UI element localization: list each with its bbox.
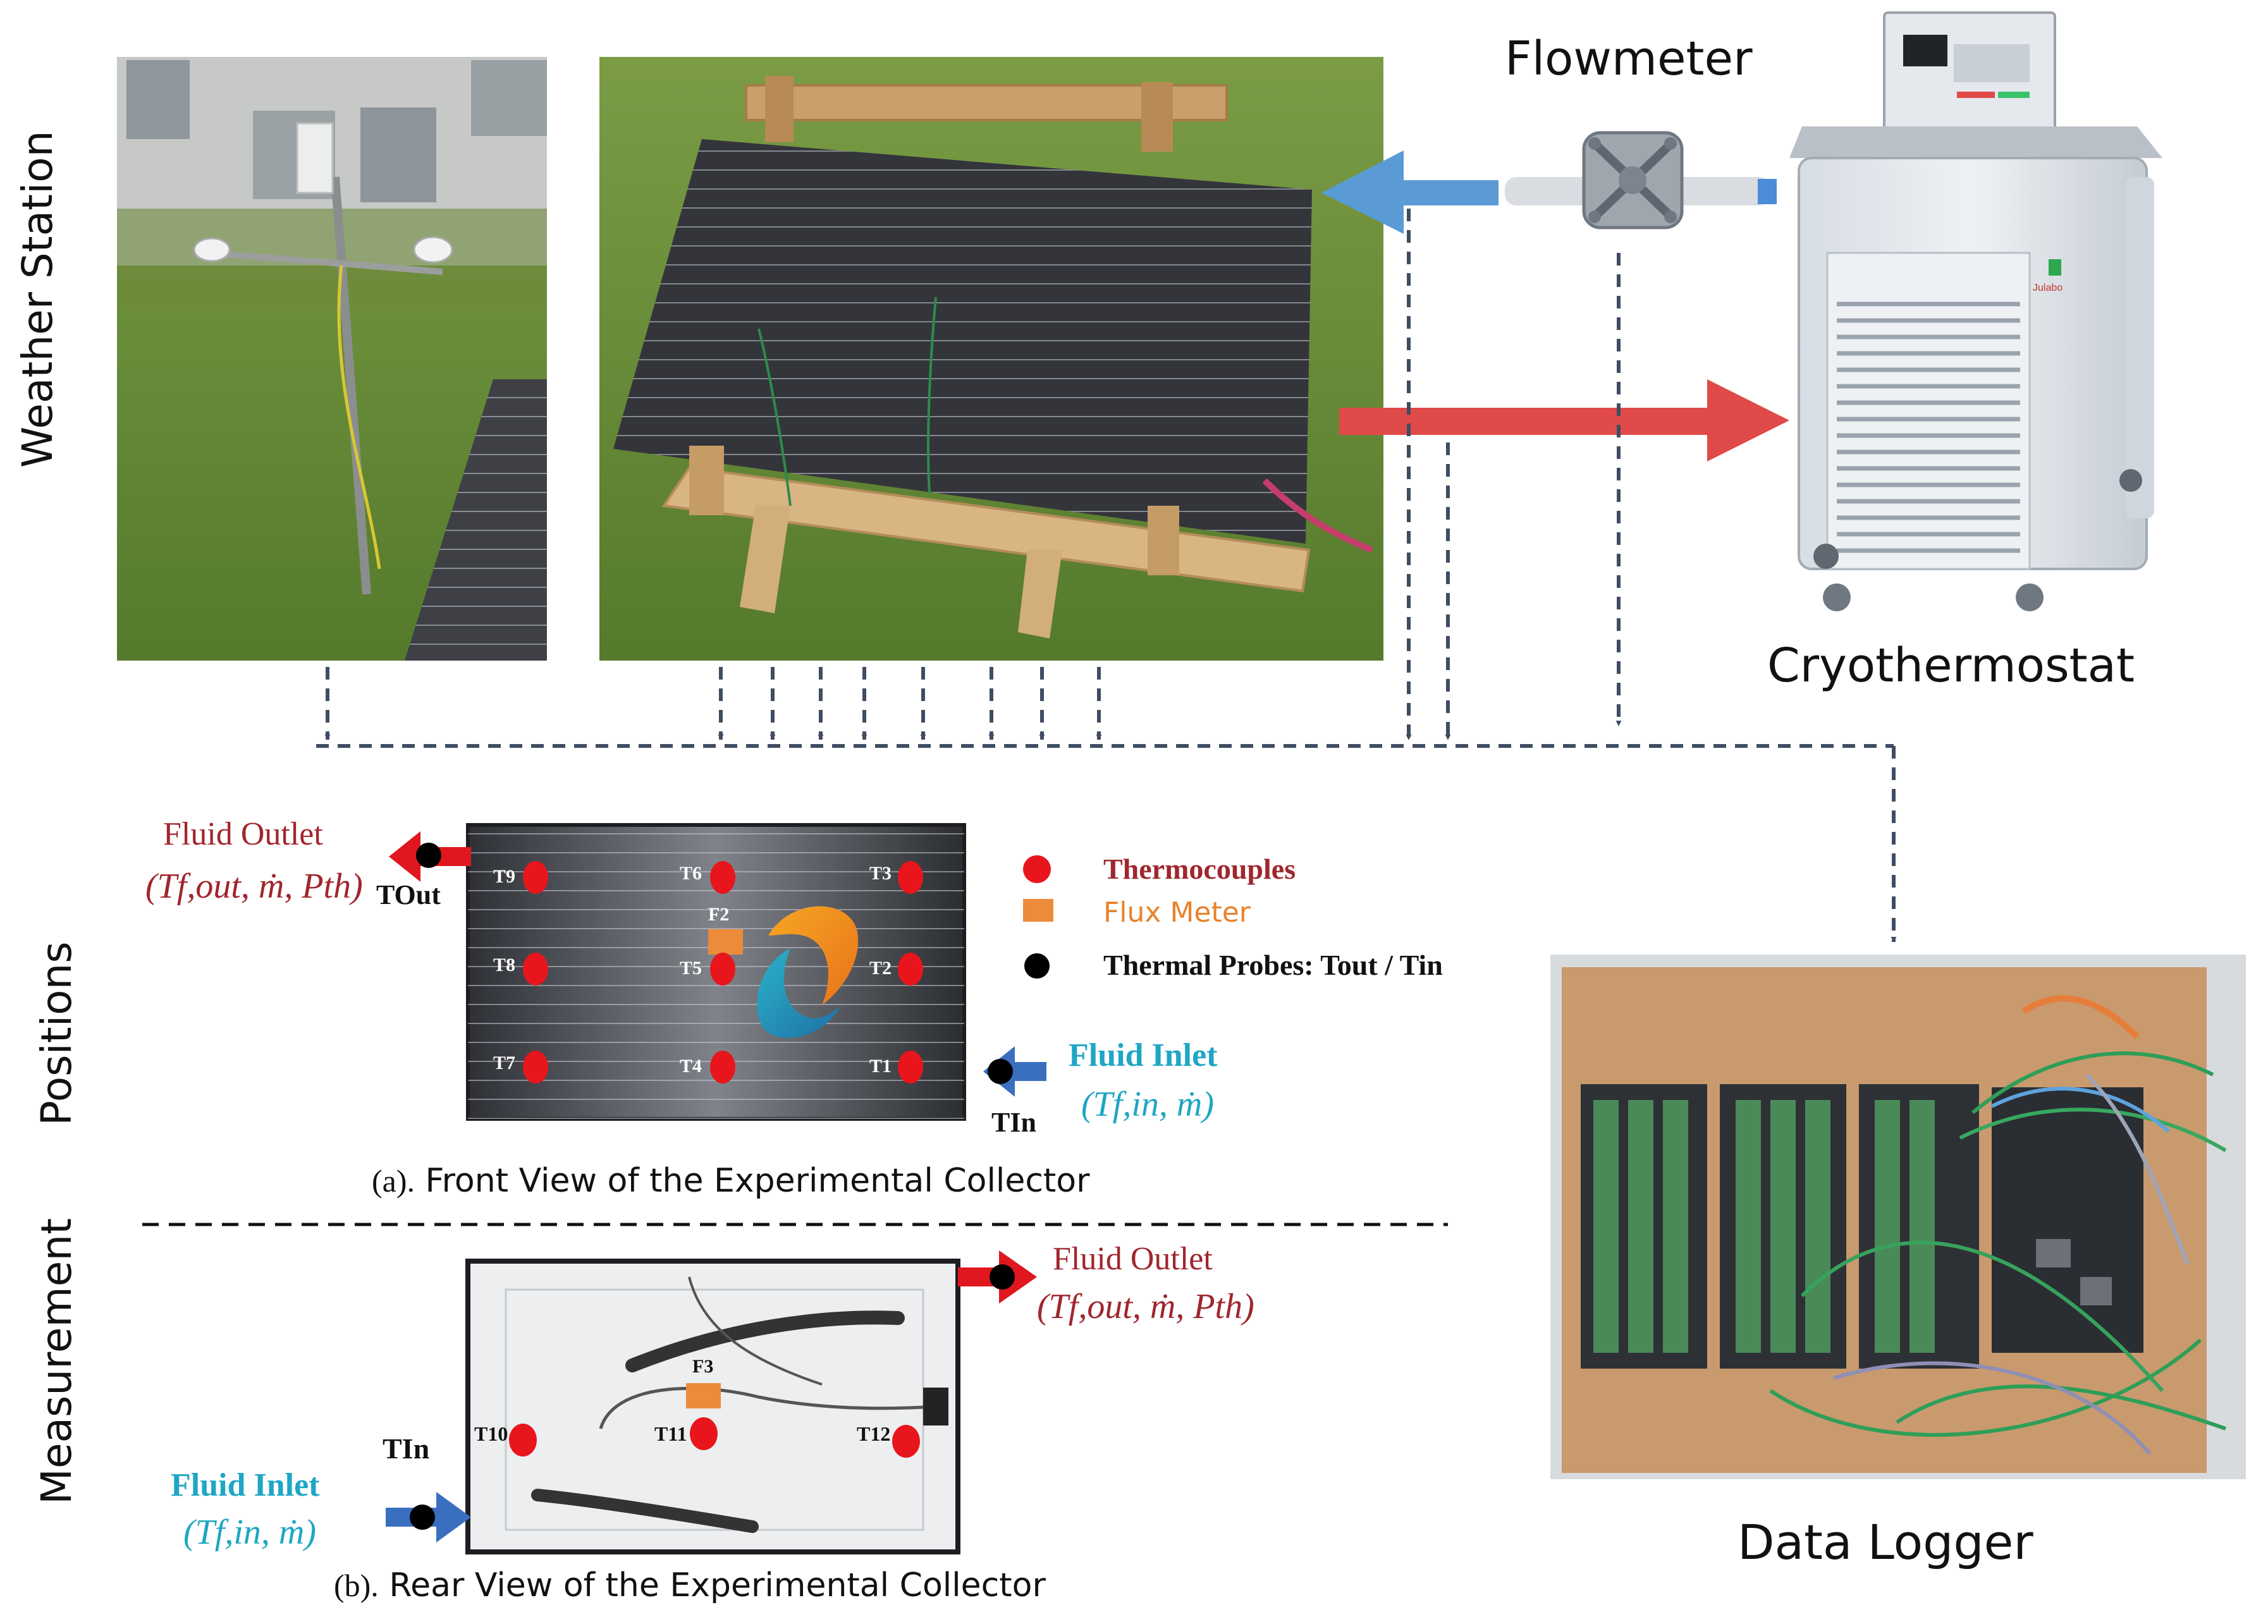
thermocouple-dot <box>898 953 923 986</box>
front-tout-label: TOut <box>376 879 441 910</box>
rear-outlet-formula: (Tf,out, ṁ, Pth) <box>1037 1287 1254 1326</box>
thermocouple-dot <box>509 1424 537 1456</box>
sensor-wiring <box>316 209 1897 943</box>
data-logger-photo <box>1550 955 2246 1479</box>
thermocouple-label-t5: T5 <box>680 958 702 979</box>
legend-flux-meter: Flux Meter <box>1103 896 1251 929</box>
thermocouple-label-t2: T2 <box>869 958 892 979</box>
thermocouple-dot <box>898 1051 923 1084</box>
rear-thermocouples <box>509 1417 920 1458</box>
thermocouple-label-t4: T4 <box>680 1056 702 1077</box>
return-flow-arrow-blue <box>1321 150 1499 234</box>
legend-thermocouples: Thermocouples <box>1103 853 1296 885</box>
thermocouple-dot <box>523 861 548 894</box>
flux-meter-label-f2: F2 <box>708 904 730 925</box>
probe-tout-rear <box>990 1264 1015 1290</box>
rear-caption-text: Rear View of the Experimental Collector <box>389 1566 1046 1604</box>
flowmeter-label: Flowmeter <box>1505 32 1753 86</box>
front-tin-label: TIn <box>991 1107 1036 1138</box>
thermocouple-label-t8: T8 <box>493 955 516 975</box>
legend-thermal-probes: Thermal Probes: Tout / Tin <box>1103 949 1443 981</box>
probe-tin-front <box>988 1059 1013 1084</box>
legend-thermocouple-marker <box>1023 855 1051 883</box>
flux-meter-f2 <box>708 929 743 955</box>
thermocouple-dot <box>690 1417 718 1450</box>
measurement-label: Measurement <box>32 1218 81 1505</box>
supply-flow-arrow-red <box>1339 379 1789 461</box>
front-view-logo <box>757 906 859 1039</box>
thermocouple-label-t6: T6 <box>680 863 702 884</box>
front-outlet-label: Fluid Outlet <box>163 816 323 852</box>
legend-flux-meter-marker <box>1023 899 1053 922</box>
rear-view-caption: (b). Rear View of the Experimental Colle… <box>334 1566 1046 1604</box>
front-thermocouples <box>523 861 923 1084</box>
thermocouple-label-t9: T9 <box>493 866 516 887</box>
thermocouple-dot <box>898 861 923 894</box>
cryothermostat-brand: Julabo <box>2033 283 2063 293</box>
rear-tin-label: TIn <box>383 1432 430 1465</box>
rear-view-collector <box>465 1259 960 1554</box>
positions-label: Positions <box>32 941 81 1126</box>
front-inlet-formula: (Tf,in, ṁ) <box>1081 1085 1214 1124</box>
front-inlet-arrow <box>983 1046 1046 1097</box>
rear-inlet-label: Fluid Inlet <box>171 1467 320 1503</box>
front-view-caption: (a). Front View of the Experimental Coll… <box>372 1162 1090 1200</box>
thermocouple-dot <box>710 953 735 986</box>
pvt-collector-photo <box>599 57 1383 661</box>
probe-tout-front <box>416 843 441 868</box>
cryothermostat-device: Julabo <box>1789 11 2162 611</box>
rear-caption-prefix: (b). <box>334 1568 379 1603</box>
thermocouple-label-t11: T11 <box>654 1422 687 1445</box>
probe-tin-rear <box>410 1505 435 1530</box>
logger-modules <box>1581 1084 2143 1369</box>
flowmeter-device <box>1505 131 1777 229</box>
rear-inlet-formula: (Tf,in, ṁ) <box>183 1513 316 1552</box>
data-logger-label: Data Logger <box>1738 1514 2033 1570</box>
front-outlet-formula: (Tf,out, ṁ, Pth) <box>145 867 363 906</box>
front-caption-prefix: (a). <box>372 1163 415 1199</box>
flux-meter-label-f3: F3 <box>692 1356 714 1377</box>
weather-station-photo <box>117 57 547 661</box>
flux-meter-f3 <box>686 1383 721 1408</box>
thermocouple-label-t10: T10 <box>474 1422 508 1445</box>
legend-probe-marker <box>1024 953 1050 979</box>
cryothermostat-label: Cryothermostat <box>1767 638 2135 693</box>
weather-station-label: Weather Station <box>13 130 62 468</box>
rear-outlet-label: Fluid Outlet <box>1053 1241 1213 1277</box>
thermocouple-dot <box>523 953 548 986</box>
thermocouple-dot <box>523 1051 548 1084</box>
thermocouple-dot <box>710 861 735 894</box>
front-inlet-label: Fluid Inlet <box>1069 1037 1218 1073</box>
thermocouple-dot <box>710 1051 735 1084</box>
front-caption-text: Front View of the Experimental Collector <box>425 1162 1090 1200</box>
thermocouple-label-t1: T1 <box>869 1056 892 1077</box>
thermocouple-dot <box>892 1425 920 1458</box>
thermocouple-label-t7: T7 <box>493 1053 516 1073</box>
thermocouple-label-t3: T3 <box>869 863 892 884</box>
thermocouple-label-t12: T12 <box>857 1422 891 1445</box>
